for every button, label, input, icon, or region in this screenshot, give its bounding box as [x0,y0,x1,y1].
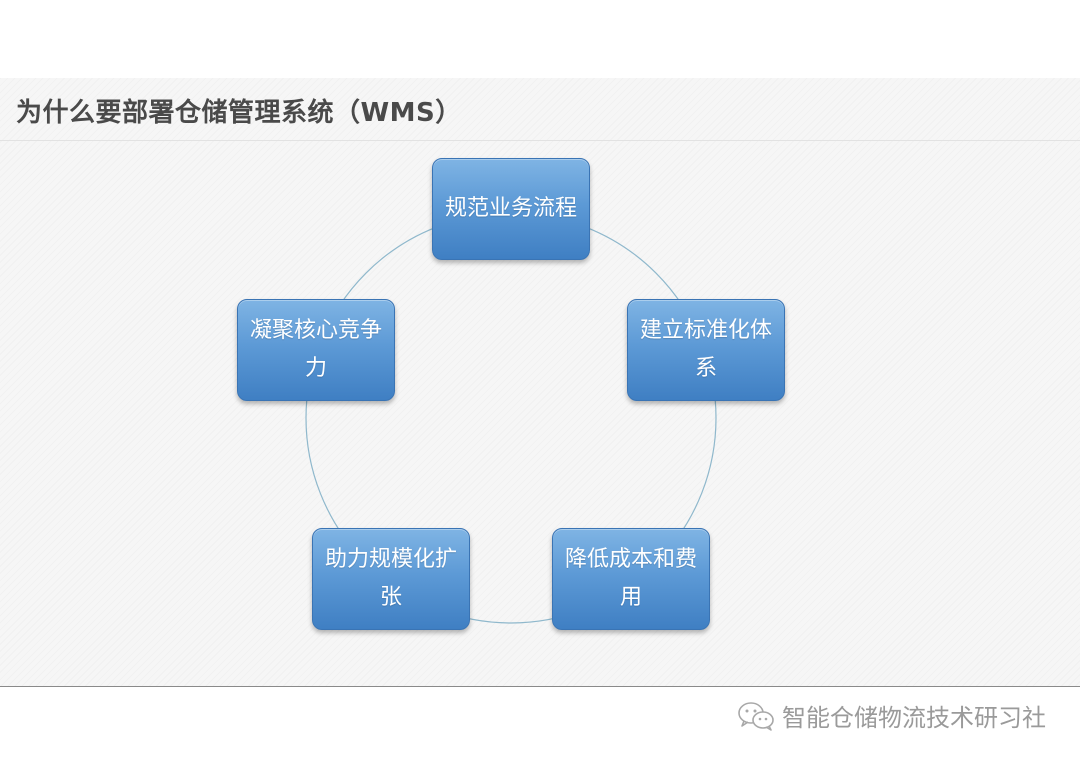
cycle-node-label: 规范业务流程 [445,196,578,221]
wechat-icon [738,701,774,731]
watermark: 智能仓储物流技术研习社 [736,698,1046,733]
cycle-node-standardize-process: 规范业务流程 [432,158,590,260]
cycle-node-scale-expansion: 助力规模化扩张 [312,528,470,630]
cycle-node-label: 降低成本和费用 [565,547,698,610]
cycle-node-core-competence: 凝聚核心竞争力 [237,299,395,401]
cycle-node-label: 建立标准化体系 [640,318,773,381]
slide-title: 为什么要部署仓储管理系统（WMS） [16,98,462,128]
title-bar: 为什么要部署仓储管理系统（WMS） [0,78,1080,141]
cycle-node-reduce-cost: 降低成本和费用 [552,528,710,630]
cycle-node-label: 助力规模化扩张 [325,547,458,610]
cycle-node-standard-system: 建立标准化体系 [627,299,785,401]
cycle-node-label: 凝聚核心竞争力 [250,318,383,381]
watermark-text: 智能仓储物流技术研习社 [782,704,1046,732]
